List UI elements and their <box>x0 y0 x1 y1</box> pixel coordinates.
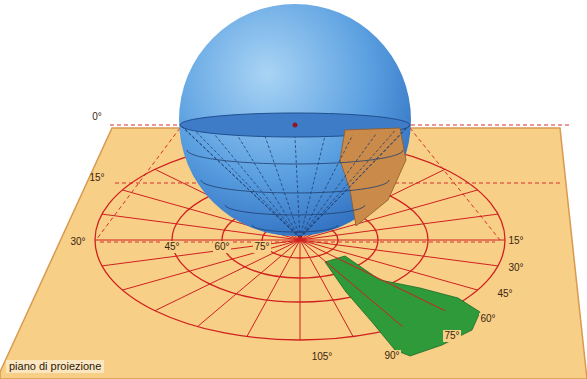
degree-label: 75° <box>443 330 460 342</box>
meridian-line <box>300 240 403 327</box>
meridian-line <box>102 240 300 266</box>
globe-meridian <box>238 135 301 238</box>
globe-meridian <box>195 131 300 238</box>
degree-label: 75° <box>253 241 270 253</box>
globe-meridian <box>300 131 395 238</box>
degree-label: 45° <box>163 241 180 253</box>
degree-label: 60° <box>479 313 496 325</box>
degree-label: 15° <box>507 235 524 247</box>
degree-label: 105° <box>311 351 334 363</box>
globe-meridian <box>300 134 376 239</box>
globe-meridian <box>265 137 300 238</box>
degree-label: 60° <box>213 241 230 253</box>
globe-meridian <box>180 125 300 238</box>
globe-meridian <box>300 125 410 238</box>
meridian-line <box>300 240 445 311</box>
degree-label: 30° <box>69 236 86 248</box>
globe-meridian <box>300 135 353 238</box>
degree-label: 30° <box>507 262 524 274</box>
meridian-line <box>198 240 301 327</box>
degree-label: 15° <box>88 172 105 184</box>
meridian-line <box>247 240 300 337</box>
meridian-line <box>300 240 301 340</box>
degree-label: 45° <box>496 288 513 300</box>
meridian-line <box>300 240 498 266</box>
meridian-line <box>300 240 353 337</box>
globe-meridian <box>300 128 406 238</box>
meridian-line <box>300 240 478 290</box>
meridian-line <box>300 240 505 241</box>
degree-label: 0° <box>91 111 103 123</box>
meridian-line <box>123 240 301 290</box>
globe-meridian <box>300 137 325 238</box>
globe-meridian <box>295 137 300 238</box>
plane-label: piano di proiezione <box>6 360 104 373</box>
globe-meridian <box>214 134 300 239</box>
degree-label: 90° <box>383 350 400 362</box>
meridian-line <box>155 240 300 311</box>
